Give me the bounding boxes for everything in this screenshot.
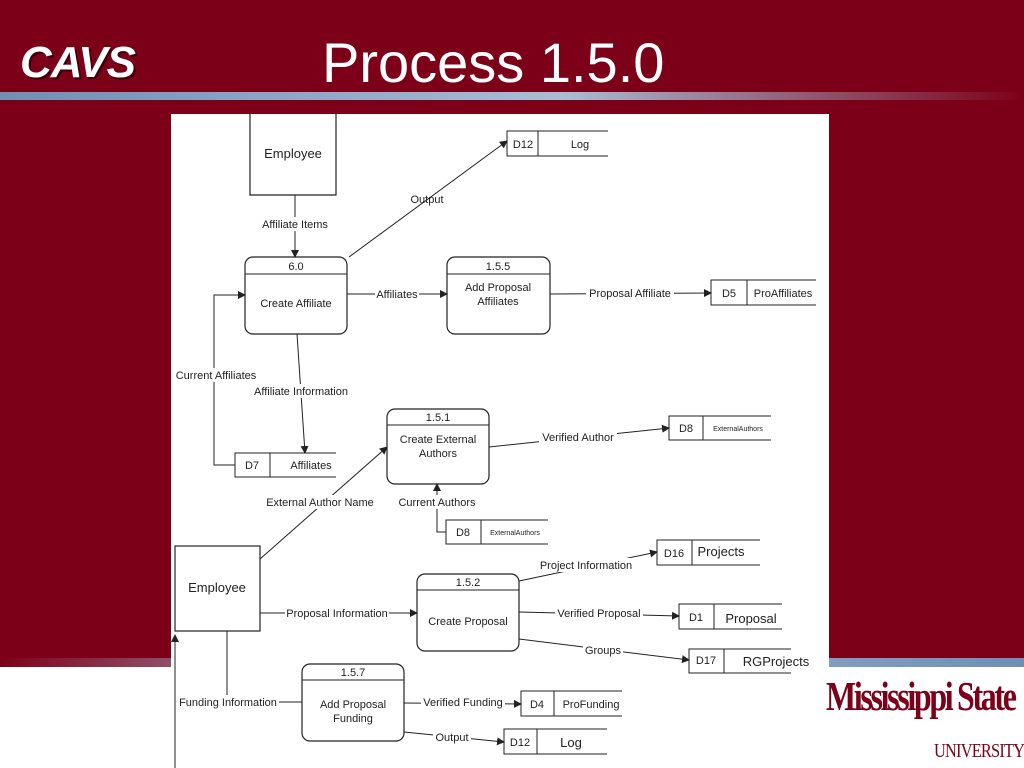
data-flow-diagram: Employee Employee 6.0 Create Affiliate 1…: [171, 114, 829, 768]
svg-text:ExternalAuthors: ExternalAuthors: [490, 530, 540, 537]
svg-text:D12: D12: [510, 737, 530, 749]
flow-proposal-affiliate: Proposal Affiliate: [549, 286, 712, 300]
svg-text:RGProjects: RGProjects: [743, 654, 810, 669]
store-d5: D5 ProAffiliates: [710, 279, 816, 306]
svg-text:1.5.2: 1.5.2: [456, 577, 480, 589]
store-d7: D7 Affiliates: [234, 452, 336, 478]
svg-text:Create Proposal: Create Proposal: [428, 616, 508, 628]
svg-text:D16: D16: [664, 548, 684, 560]
flow-verified-author: Verified Author: [488, 424, 670, 448]
store-d17: D17 RGProjects: [688, 648, 810, 674]
cavs-logo: CAVS: [20, 38, 136, 87]
svg-text:Authors: Authors: [419, 448, 457, 460]
store-d8-mid: D8 ExternalAuthors: [445, 519, 548, 545]
svg-text:D17: D17: [696, 655, 716, 667]
svg-text:Add Proposal: Add Proposal: [320, 699, 386, 711]
entity-label: Employee: [188, 580, 246, 595]
svg-text:D8: D8: [679, 423, 693, 435]
store-d1: D1 Proposal: [678, 603, 782, 630]
slide-title: Process 1.5.0: [322, 31, 665, 94]
svg-text:ProFunding: ProFunding: [563, 699, 620, 711]
flow-proposal-information: Proposal Information: [260, 606, 418, 620]
entity-employee-bottom: Employee: [174, 545, 261, 632]
svg-text:Funding: Funding: [333, 713, 373, 725]
svg-text:Log: Log: [560, 735, 582, 750]
university-logo: Mississippi State UNIVERSITY: [826, 670, 1024, 768]
svg-text:Create Affiliate: Create Affiliate: [260, 298, 331, 310]
process-1-5-5: 1.5.5 Add Proposal Affiliates: [446, 256, 551, 335]
process-1-5-7: 1.5.7 Add Proposal Funding: [301, 663, 405, 742]
process-6-0: 6.0 Create Affiliate: [244, 256, 348, 335]
svg-text:1.5.1: 1.5.1: [426, 412, 450, 424]
flow-affiliates: Affiliates: [347, 287, 448, 301]
process-1-5-2: 1.5.2 Create Proposal: [416, 573, 520, 652]
svg-text:ProAffiliates: ProAffiliates: [754, 288, 813, 300]
flow-affiliate-information: Affiliate Information: [251, 333, 351, 454]
svg-text:Project Information: Project Information: [540, 560, 632, 572]
svg-text:1.5.5: 1.5.5: [486, 261, 510, 273]
svg-text:Proposal: Proposal: [725, 611, 776, 626]
flow-current-authors: Current Authors: [393, 483, 481, 533]
svg-text:6.0: 6.0: [288, 261, 303, 273]
svg-text:D12: D12: [513, 139, 533, 151]
university-name: Mississippi State: [826, 673, 1017, 719]
svg-text:D7: D7: [245, 460, 259, 472]
entity-employee-top: Employee: [249, 114, 337, 196]
svg-text:Groups: Groups: [585, 645, 622, 657]
flow-project-information: Project Information: [518, 549, 658, 582]
svg-text:Current Affiliates: Current Affiliates: [176, 370, 257, 382]
svg-text:Create External: Create External: [400, 434, 476, 446]
entity-label: Employee: [264, 146, 322, 161]
title-divider: [0, 92, 1024, 100]
flow-verified-funding: Verified Funding: [403, 695, 522, 709]
svg-text:1.5.7: 1.5.7: [341, 667, 365, 679]
svg-text:D5: D5: [722, 288, 736, 300]
svg-text:External Author Name: External Author Name: [266, 497, 374, 509]
store-d12-top: D12 Log: [506, 130, 608, 157]
svg-text:Proposal Affiliate: Proposal Affiliate: [589, 288, 671, 300]
svg-text:Output: Output: [410, 194, 443, 206]
svg-text:Output: Output: [435, 732, 468, 744]
svg-text:Affiliates: Affiliates: [290, 460, 332, 472]
flow-output-top: Output: [348, 140, 508, 258]
flow-external-author-name: External Author Name: [259, 446, 388, 560]
svg-text:ExternalAuthors: ExternalAuthors: [713, 426, 763, 433]
svg-text:Affiliate Items: Affiliate Items: [262, 219, 328, 231]
svg-text:Verified Funding: Verified Funding: [423, 697, 503, 709]
svg-text:Affiliates: Affiliates: [477, 296, 519, 308]
flow-verified-proposal: Verified Proposal: [518, 606, 680, 620]
store-d8-right: D8 ExternalAuthors: [668, 415, 771, 441]
svg-text:Proposal Information: Proposal Information: [286, 608, 388, 620]
svg-text:D4: D4: [530, 699, 544, 711]
store-d4: D4 ProFunding: [520, 690, 622, 717]
flow-funding-information: Funding Information: [171, 631, 302, 768]
flow-current-affiliates: Current Affiliates: [173, 291, 259, 466]
svg-text:Affiliates: Affiliates: [376, 289, 418, 301]
svg-text:Log: Log: [571, 139, 589, 151]
svg-text:Add Proposal: Add Proposal: [465, 282, 531, 294]
svg-text:Funding Information: Funding Information: [179, 697, 277, 709]
svg-text:Affiliate Information: Affiliate Information: [254, 386, 348, 398]
flow-groups: Groups: [518, 638, 690, 664]
university-word: UNIVERSITY: [934, 740, 1024, 762]
flow-affiliate-items: Affiliate Items: [259, 195, 333, 258]
svg-text:Projects: Projects: [698, 544, 745, 559]
store-d12-bottom: D12 Log: [503, 728, 607, 755]
svg-text:D8: D8: [456, 527, 470, 539]
flow-output-bottom: Output: [403, 730, 505, 746]
process-1-5-1: 1.5.1 Create External Authors: [386, 408, 490, 485]
svg-text:D1: D1: [689, 612, 703, 624]
store-d16: D16 Projects: [656, 539, 760, 566]
svg-text:Verified Author: Verified Author: [542, 432, 614, 444]
svg-text:Verified Proposal: Verified Proposal: [557, 608, 640, 620]
svg-text:Current Authors: Current Authors: [398, 497, 476, 509]
